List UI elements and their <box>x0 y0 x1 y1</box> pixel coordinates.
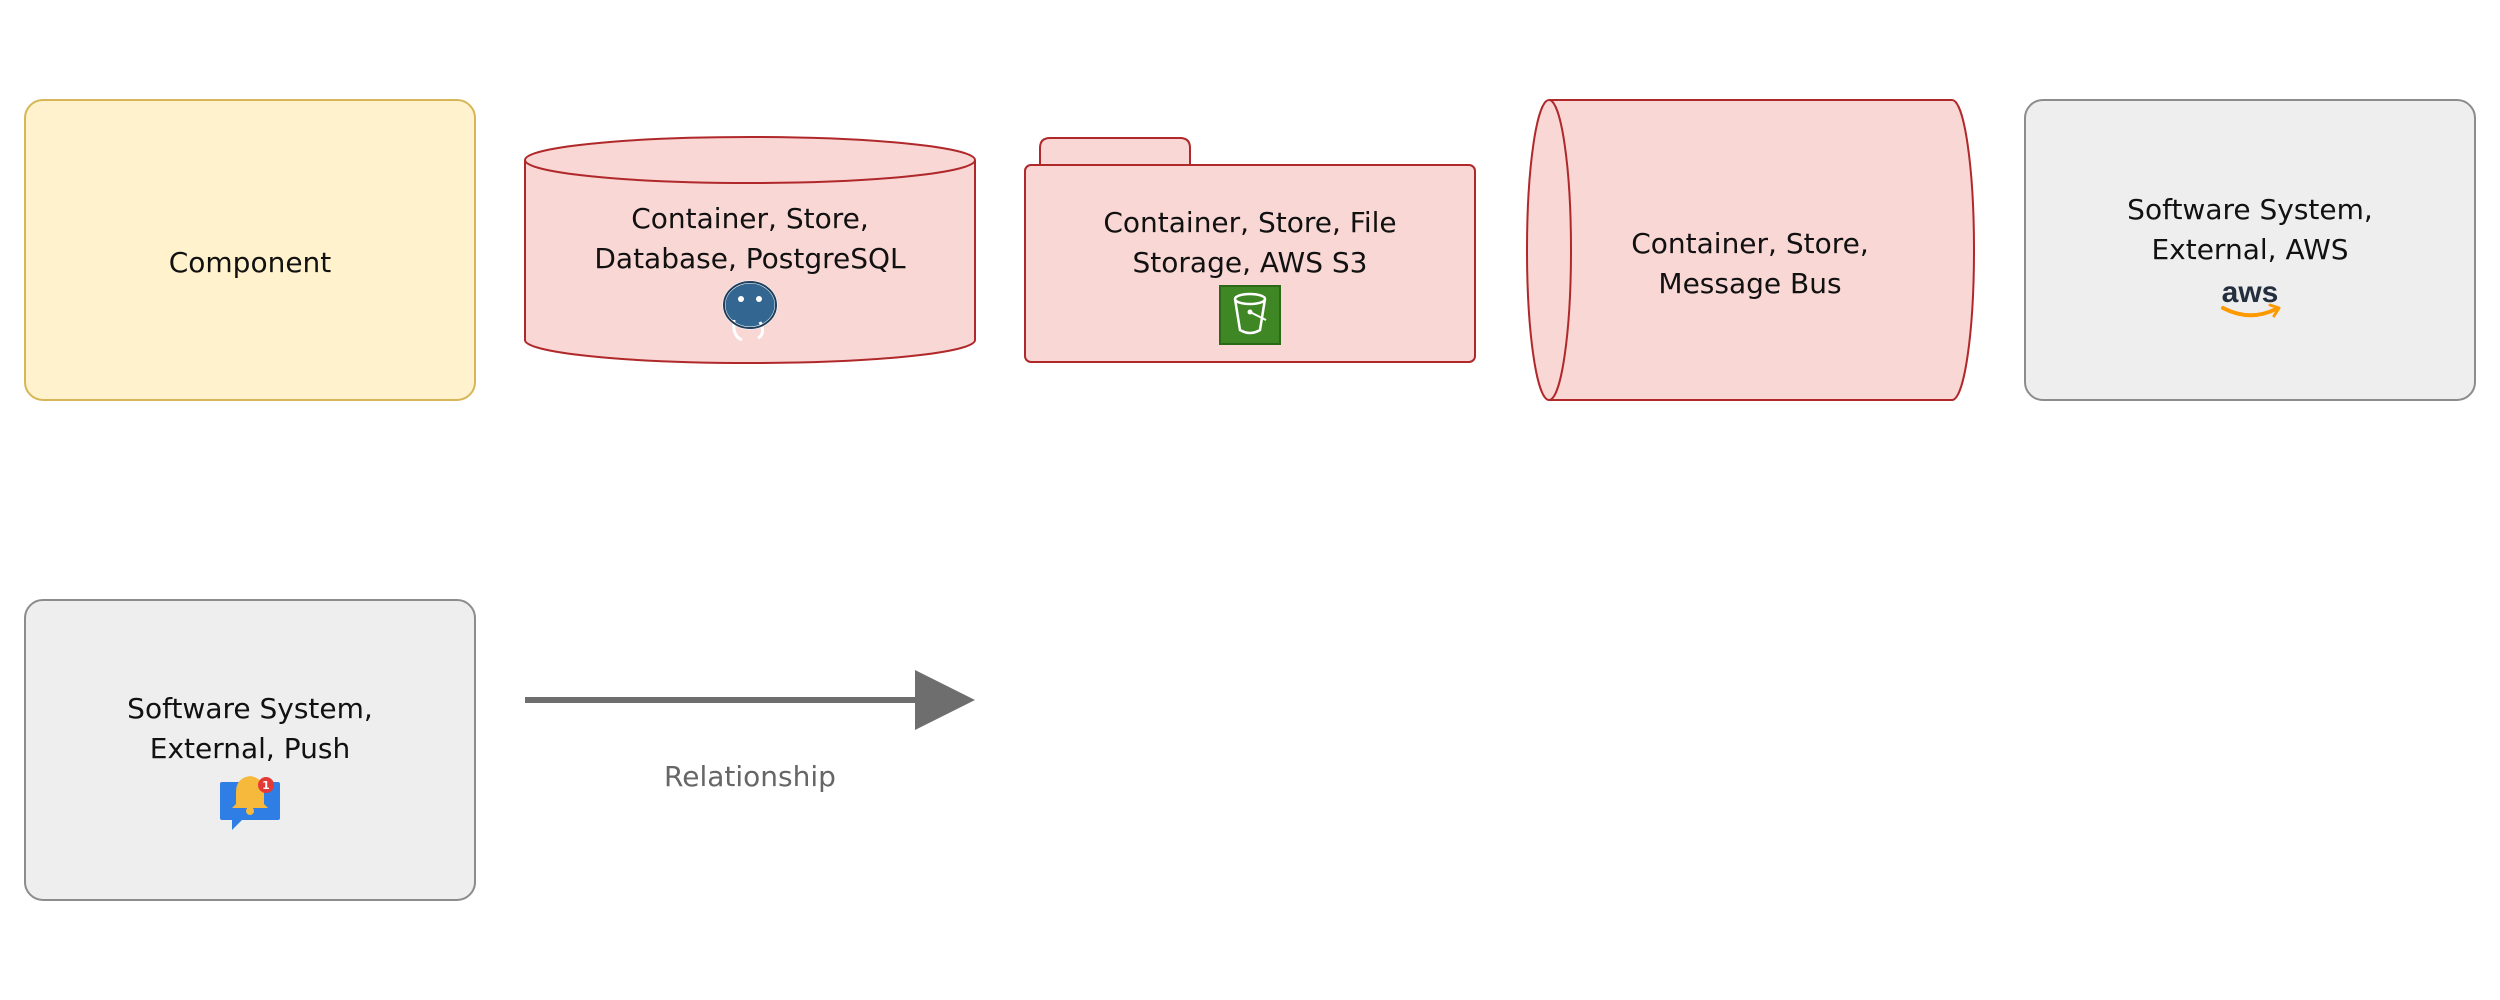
svg-text:aws: aws <box>2222 276 2279 309</box>
postgresql-icon <box>722 280 778 342</box>
component-label: Component <box>169 246 332 279</box>
relationship-arrow[interactable]: Relationship <box>525 670 975 793</box>
external-aws-box <box>2024 99 2476 401</box>
message-bus-body <box>1549 99 1975 401</box>
database-label-line1: Container, Store, <box>631 202 869 235</box>
svg-text:1: 1 <box>262 779 270 792</box>
database-cylinder-body <box>524 160 976 364</box>
database-label-line2: Database, PostgreSQL <box>594 242 906 275</box>
message-bus-node[interactable]: Container, Store, Message Bus <box>1526 99 1975 401</box>
file-storage-label-line1: Container, Store, File <box>1103 206 1396 239</box>
database-node[interactable]: Container, Store, Database, PostgreSQL <box>524 136 976 364</box>
relationship-label: Relationship <box>664 760 836 793</box>
external-push-label-line1: Software System, <box>127 692 373 725</box>
external-aws-label-line2: External, AWS <box>2151 233 2348 266</box>
database-cylinder-top <box>524 136 976 184</box>
component-box <box>24 99 476 401</box>
component-node[interactable]: Component <box>24 99 476 401</box>
folder-body <box>1024 164 1476 363</box>
folder-tab <box>1039 137 1191 166</box>
external-aws-label-line1: Software System, <box>2127 193 2373 226</box>
relationship-arrowhead <box>915 670 975 730</box>
message-bus-label-line1: Container, Store, <box>1631 227 1869 260</box>
file-storage-label-line2: Storage, AWS S3 <box>1133 246 1368 279</box>
file-storage-node[interactable]: Container, Store, File Storage, AWS S3 <box>1024 137 1476 363</box>
aws-logo-icon: aws <box>2221 276 2281 318</box>
message-bus-label-line2: Message Bus <box>1658 267 1841 300</box>
message-bus-end <box>1526 99 1572 401</box>
push-notification-icon: 1 <box>220 776 280 830</box>
external-push-box <box>24 599 476 901</box>
external-push-node[interactable]: Software System, External, Push 1 <box>24 599 476 901</box>
external-push-label-line2: External, Push <box>150 732 350 765</box>
external-aws-node[interactable]: Software System, External, AWS aws <box>2024 99 2476 401</box>
aws-s3-bucket-icon <box>1219 285 1281 345</box>
